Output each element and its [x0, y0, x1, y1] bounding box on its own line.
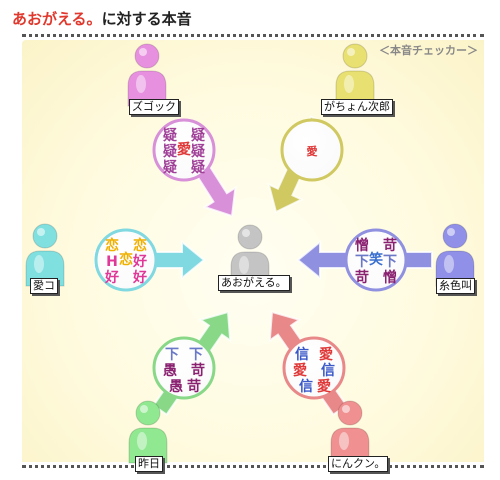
- checker-label: ＜本音チェッカー＞: [379, 44, 478, 57]
- top-divider: [22, 34, 484, 37]
- bubble-glyph: 恋: [133, 237, 147, 254]
- bubble-glyph: 信: [299, 378, 313, 395]
- bubble-glyph: 疑: [191, 160, 205, 176]
- bubble-bottom-left: 下下愚苛愚苛: [152, 336, 216, 400]
- bubble-glyph: 恋: [119, 251, 133, 268]
- bubble-glyph: 苛: [383, 237, 397, 254]
- bubble-glyph: 疑: [163, 160, 177, 176]
- name-label-bottom-right: にんクン。: [328, 456, 389, 472]
- center-name-label: あおがえる。: [218, 275, 290, 291]
- name-label-top-right: がちょん次郎: [321, 99, 393, 115]
- bubble-glyph: 信: [321, 362, 335, 379]
- bubble-glyph: 下: [383, 254, 397, 270]
- title-rest: に対する本音: [101, 10, 192, 28]
- bubble-glyph: 下: [165, 347, 179, 363]
- name-label-bottom-left: 昨日: [135, 456, 163, 472]
- bottom-divider: [22, 465, 484, 468]
- page-title: あおがえる。に対する本音: [12, 8, 192, 29]
- bubble-glyph: 下: [189, 347, 203, 363]
- name-label-top-left: ズゴック: [129, 99, 179, 115]
- bubble-glyph: 好: [132, 253, 147, 270]
- bubble-glyph: 恋: [105, 237, 119, 254]
- figure-top-left: [127, 43, 167, 107]
- figure-right: [435, 223, 475, 287]
- bubble-top-right: 愛: [280, 118, 344, 182]
- bubble-glyph: 愚: [169, 379, 183, 395]
- bubble-glyph: 愛: [307, 144, 318, 158]
- figure-bottom-right: [330, 400, 370, 464]
- bubble-glyph: 笑: [369, 251, 383, 268]
- bubble-glyph: H: [106, 254, 118, 270]
- bubble-glyph: 苛: [355, 269, 369, 286]
- bubble-glyph: 苛: [187, 378, 201, 395]
- bubble-glyph: 下: [355, 254, 369, 270]
- bubble-glyph: 疑: [191, 144, 205, 160]
- bubble-glyph: 愛: [293, 362, 307, 379]
- bubble-glyph: 苛: [191, 362, 205, 379]
- bubble-top-left: 疑疑疑愛疑疑疑: [152, 118, 216, 182]
- bubble-glyph: 愛: [317, 378, 331, 395]
- figure-top-right: [335, 43, 375, 107]
- bubble-glyph: 好: [132, 269, 147, 286]
- bubble-glyph: 憎: [383, 269, 397, 286]
- bubble-glyph: 疑: [163, 128, 177, 144]
- bubble-glyph: 信: [295, 346, 309, 363]
- bubble-glyph: 憎: [355, 237, 369, 254]
- bubble-right: 憎苛下笑下苛憎: [344, 228, 408, 292]
- figure-bottom-left: [128, 400, 168, 464]
- bubble-glyph: 疑: [191, 128, 205, 144]
- bubble-glyph: 疑: [163, 144, 177, 160]
- bubble-glyph: 愛: [177, 141, 191, 158]
- bubble-bottom-right: 信愛愛信信愛: [282, 336, 346, 400]
- bubble-glyph: 愛: [319, 346, 333, 363]
- title-highlight: あおがえる。: [12, 10, 102, 28]
- name-label-left: 愛コ: [30, 278, 58, 294]
- name-label-right: 糸色叫: [436, 278, 475, 294]
- figure-left: [25, 223, 65, 287]
- bubble-glyph: 好: [104, 269, 119, 286]
- bubble-glyph: 愚: [163, 363, 177, 379]
